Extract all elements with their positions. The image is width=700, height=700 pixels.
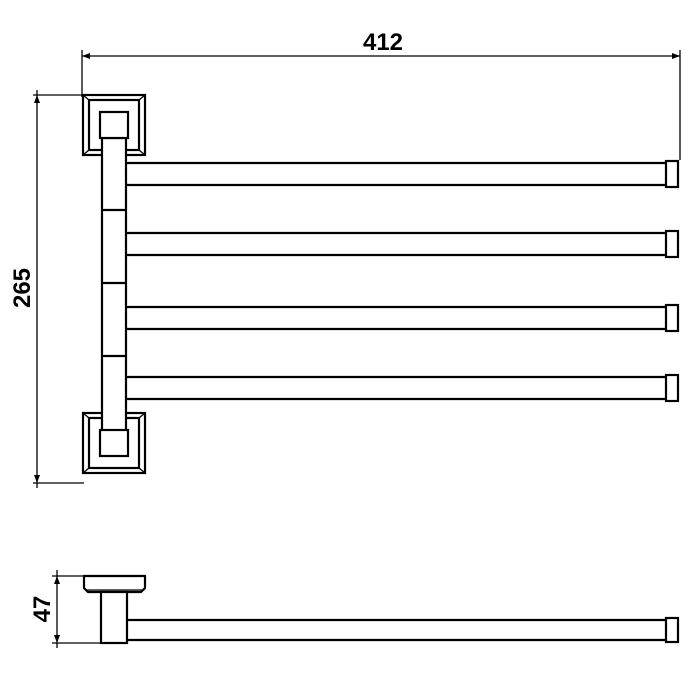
width-label: 412 — [363, 29, 403, 56]
depth-dimension: 47 — [29, 570, 100, 648]
arms — [120, 159, 680, 403]
height-dimension: 265 — [9, 90, 84, 488]
width-dimension: 412 — [81, 29, 681, 160]
arm-2 — [120, 229, 680, 259]
depth-label: 47 — [29, 596, 56, 623]
arm-4 — [120, 373, 680, 403]
arm-3 — [120, 303, 680, 333]
height-label: 265 — [9, 268, 36, 308]
vertical-bar — [98, 110, 130, 458]
arm-1 — [120, 159, 680, 189]
side-view — [82, 574, 680, 645]
